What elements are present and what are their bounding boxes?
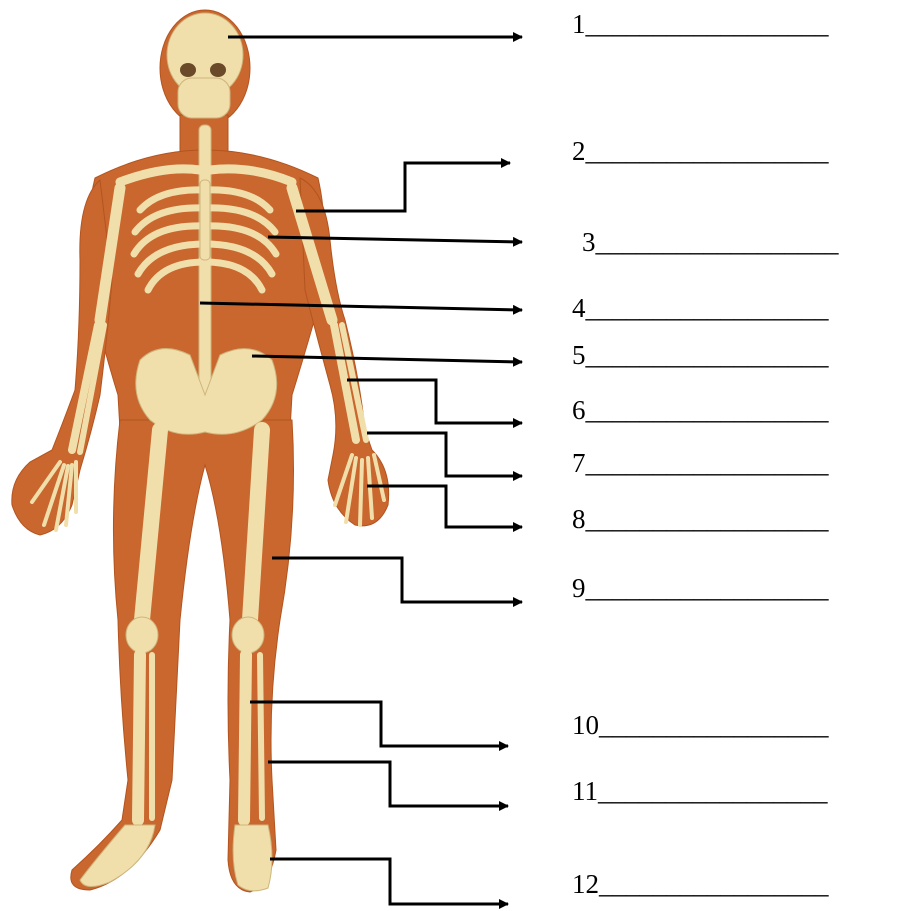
- leader-line-9: [272, 558, 522, 602]
- label-5: 5__________________: [572, 340, 829, 370]
- leader-line-6: [347, 380, 522, 423]
- leader-line-2: [296, 163, 510, 211]
- label-7: 7__________________: [572, 448, 829, 478]
- leader-line-10: [250, 702, 508, 746]
- label-3: 3__________________: [582, 227, 839, 257]
- leader-line-7: [367, 433, 522, 476]
- label-9: 9__________________: [572, 573, 829, 603]
- answer-labels: 1__________________ 2__________________ …: [572, 9, 839, 899]
- label-10: 10_________________: [572, 710, 829, 740]
- label-4: 4__________________: [572, 293, 829, 323]
- label-6: 6__________________: [572, 395, 829, 425]
- leader-line-12: [270, 859, 508, 904]
- label-11: 11_________________: [572, 776, 828, 806]
- label-12: 12_________________: [572, 869, 829, 899]
- label-8: 8__________________: [572, 504, 829, 534]
- label-1: 1__________________: [572, 9, 829, 39]
- label-2: 2__________________: [572, 136, 829, 166]
- leader-line-11: [268, 762, 508, 806]
- leader-line-8: [367, 486, 522, 527]
